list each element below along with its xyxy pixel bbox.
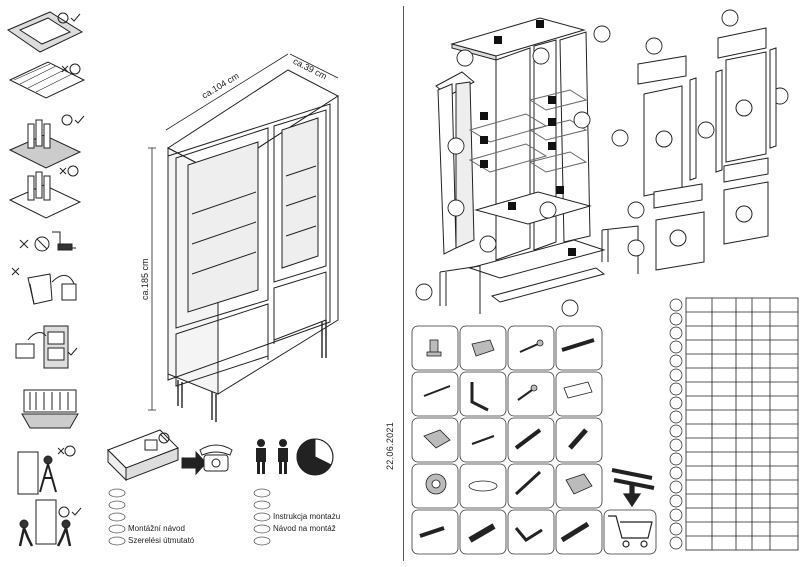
floor-no-icon <box>8 61 86 99</box>
telephone-icon <box>199 444 233 472</box>
box-tipping-icon <box>11 267 77 305</box>
time-pie-icon <box>296 438 334 476</box>
print-date: 22.06.2021 <box>385 421 395 470</box>
page-divider <box>403 6 404 561</box>
language-bullets <box>108 488 271 546</box>
tools-icon <box>21 389 79 429</box>
cabinet-drawing <box>148 53 339 422</box>
manual-label-pl: Instrukcja montażu <box>273 512 341 521</box>
arrow-right-icon <box>181 450 207 476</box>
package-icon <box>107 429 179 482</box>
manual-label-cz: Montážní návod <box>128 524 185 533</box>
shopping-cart-icon <box>608 483 653 548</box>
boards-upright-ok-icon <box>8 114 85 169</box>
dimension-height: ca.185 cm <box>140 258 150 300</box>
door-panels <box>637 27 777 271</box>
unpack-ok-icon <box>15 325 78 369</box>
manual-label-hu: Szerelési útmutató <box>128 536 195 545</box>
parts-table <box>685 297 799 551</box>
callout-circles <box>415 9 789 317</box>
no-cutter-icon <box>19 231 76 252</box>
service-pictos <box>107 429 334 482</box>
one-person-no-icon <box>17 445 76 495</box>
two-persons-ok-icon <box>18 499 82 547</box>
parts-table-circles <box>669 298 683 550</box>
carpet-ok-icon <box>6 11 84 53</box>
manual-label-sk: Návod na montáž <box>273 524 336 533</box>
boards-no-icon <box>8 165 82 219</box>
two-persons-icon <box>256 439 288 474</box>
weight-icons <box>480 20 576 256</box>
